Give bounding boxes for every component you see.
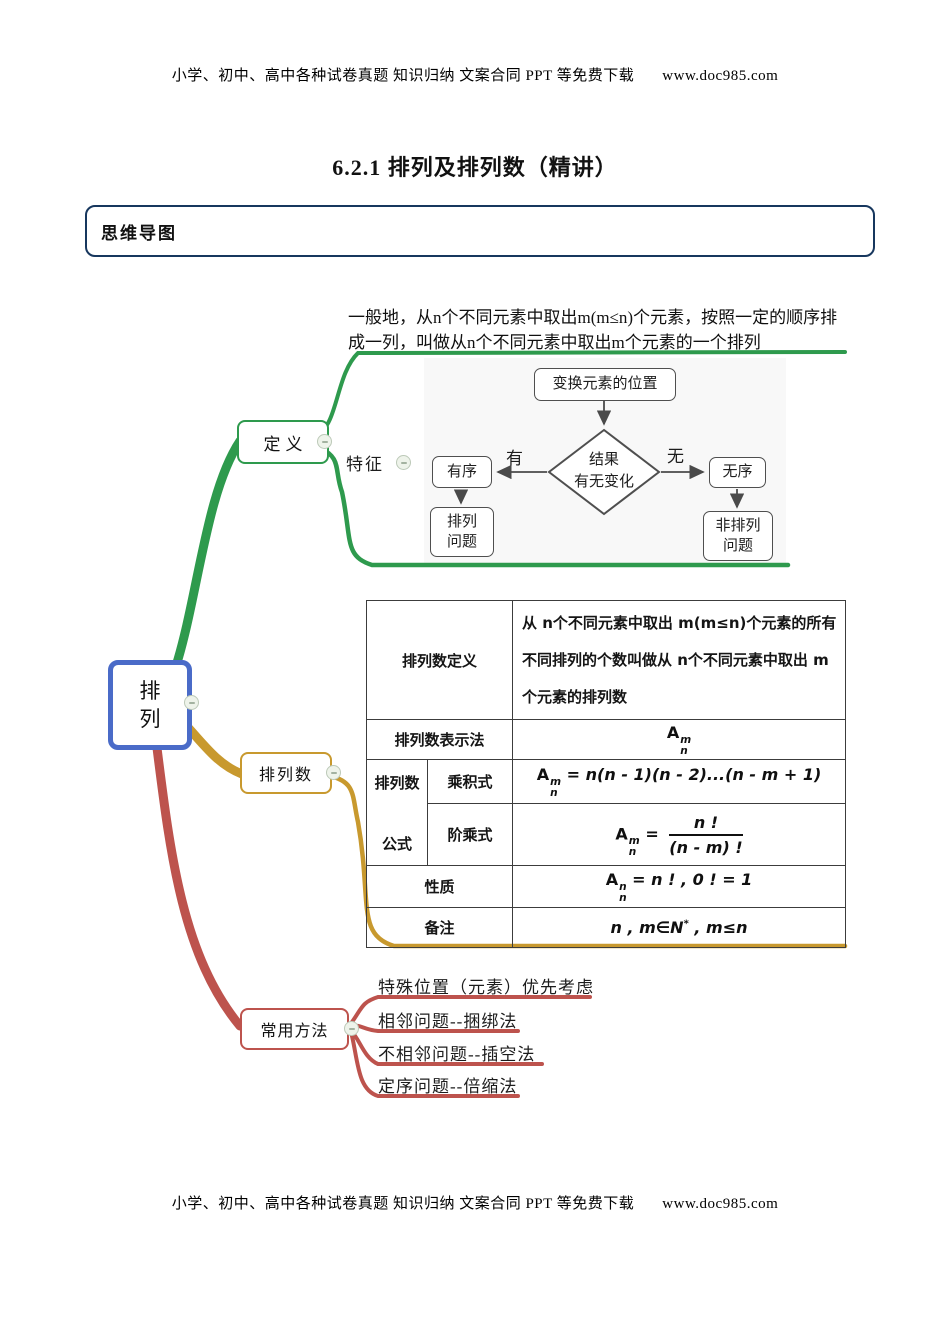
definition-node-label: 定义 [263, 434, 308, 454]
collapse-icon-feature[interactable] [396, 455, 411, 470]
fc-unordered-result-line1: 非排列 [715, 517, 761, 534]
branch-feature-underline [317, 445, 791, 568]
notation-symbol: A [666, 723, 680, 743]
fc-ordered-result-box: 排列 问题 [430, 507, 494, 557]
note-sup: * [683, 918, 689, 930]
property-symbol: A [605, 870, 619, 890]
table-row-note: 备注 n , m∈N* , m≤n [365, 907, 847, 949]
page-footer: 小学、初中、高中各种试卷真题 知识归纳 文案合同 PPT 等免费下载 www.do… [0, 1192, 950, 1213]
definition-node: 定义 [237, 420, 329, 464]
notation-sub: n [680, 744, 688, 757]
table-row-definition: 排列数定义 从 n个不同元素中取出 m(m≤n)个元素的所有不同排列的个数叫做从… [365, 599, 847, 721]
cell-note-value: n , m∈N* , m≤n [512, 907, 847, 949]
branch-definition-curve [171, 436, 245, 671]
mindmap-section-box: 思维导图 [85, 205, 875, 257]
cell-definition-header: 排列数定义 [365, 599, 514, 721]
cell-product-label: 乘积式 [426, 759, 514, 805]
factorial-symbol: A [615, 824, 628, 843]
cell-property-header: 性质 [365, 865, 514, 909]
definition-text-line2: 成一列，叫做从n个不同元素中取出m个元素的一个排列 [348, 332, 761, 352]
page-title: 6.2.1 排列及排列数（精讲） [332, 155, 618, 180]
collapse-icon-root[interactable] [184, 695, 199, 710]
method-item-4: 定序问题--倍缩法 [378, 1077, 518, 1096]
branch-methods-curve [151, 735, 245, 1031]
fc-no-label: 无 [667, 447, 684, 466]
notation-sup: m [680, 734, 692, 747]
property-rhs: = n ! , 0 ! = 1 [632, 870, 753, 890]
fc-decision-line2: 有无变化 [573, 473, 634, 490]
product-sub: n [550, 786, 558, 799]
formula-header-line1: 排列数 [374, 773, 420, 792]
factorial-sub: n [628, 845, 637, 858]
collapse-icon-definition[interactable] [317, 434, 332, 449]
property-sub: n [619, 891, 627, 904]
root-node: 排 列 [108, 660, 192, 750]
cell-note-header: 备注 [365, 907, 514, 949]
factorial-fraction: n !(n - m) ! [669, 813, 743, 857]
formula-header-line2: 公式 [381, 834, 412, 853]
page-header: 小学、初中、高中各种试卷真题 知识归纳 文案合同 PPT 等免费下载 www.do… [0, 64, 950, 85]
section-label: 思维导图 [101, 223, 177, 243]
fc-unordered-result-line2: 问题 [722, 538, 753, 554]
fc-decision-line1: 结果 [588, 452, 619, 468]
fc-decision-label: 结果 有无变化 [556, 450, 652, 494]
property-sup: n [619, 881, 627, 894]
cell-factorial-label: 阶乘式 [426, 803, 514, 867]
methods-node-label: 常用方法 [260, 1023, 329, 1040]
header-text: 小学、初中、高中各种试卷真题 知识归纳 文案合同 PPT 等免费下载 [171, 68, 635, 84]
cell-formula-header: 排列数 公式 [366, 759, 428, 867]
fc-unordered-label: 无序 [722, 464, 753, 481]
cell-notation-header: 排列数表示法 [365, 719, 514, 761]
footer-text: 小学、初中、高中各种试卷真题 知识归纳 文案合同 PPT 等免费下载 [171, 1196, 635, 1212]
feature-label: 特征 [346, 455, 384, 474]
fc-unordered-box: 无序 [709, 457, 766, 488]
count-node-label: 排列数 [258, 767, 313, 784]
collapse-icon-count[interactable] [326, 765, 341, 780]
method-item-2: 相邻问题--捆绑法 [378, 1012, 518, 1031]
method-item-3: 不相邻问题--插空法 [378, 1045, 536, 1064]
fc-start-box: 变换元素的位置 [534, 368, 676, 401]
method-underline-1 [350, 995, 592, 1024]
note-pre: n , m∈N [610, 918, 684, 938]
fc-ordered-box: 有序 [432, 456, 492, 488]
product-symbol: A [536, 765, 550, 785]
method-underline-4 [350, 1034, 520, 1098]
factorial-equals: = [645, 824, 659, 843]
header-url-link[interactable]: www.doc985.com [662, 68, 779, 84]
permutation-table: 排列数定义 从 n个不同元素中取出 m(m≤n)个元素的所有不同排列的个数叫做从… [365, 599, 847, 949]
permutation-count-node: 排列数 [240, 752, 332, 794]
cell-definition-content: 从 n个不同元素中取出 m(m≤n)个元素的所有不同排列的个数叫做从 n个不同元… [512, 599, 847, 721]
definition-text-line1: 一般地，从n个不同元素中取出m(m≤n)个元素，按照一定的顺序排 [348, 308, 838, 327]
fc-unordered-result-box: 非排列 问题 [703, 511, 773, 561]
note-post: , m≤n [688, 918, 748, 938]
fc-start-label: 变换元素的位置 [552, 376, 658, 393]
fc-ordered-result-line1: 排列 [446, 513, 477, 530]
definition-text: 一般地，从n个不同元素中取出m(m≤n)个元素，按照一定的顺序排 成一列，叫做从… [348, 306, 858, 355]
fc-ordered-label: 有序 [446, 463, 477, 480]
footer-url-link[interactable]: www.doc985.com [662, 1196, 779, 1212]
root-label-line1: 排 [139, 678, 161, 703]
fc-yes-label: 有 [506, 449, 523, 468]
product-sup: m [550, 776, 562, 789]
collapse-icon-methods[interactable] [344, 1021, 359, 1036]
factorial-sup: m [628, 835, 640, 847]
root-label-line2: 列 [139, 707, 161, 731]
fc-ordered-result-line2: 问题 [446, 534, 477, 550]
fc-decision-diamond [547, 428, 661, 516]
methods-node: 常用方法 [240, 1008, 349, 1050]
factorial-denominator: (n - m) ! [669, 837, 743, 857]
factorial-numerator: n ! [669, 813, 743, 836]
product-rhs: = n(n - 1)(n - 2)...(n - m + 1) [566, 765, 822, 785]
method-item-1: 特殊位置（元素）优先考虑 [378, 978, 594, 997]
